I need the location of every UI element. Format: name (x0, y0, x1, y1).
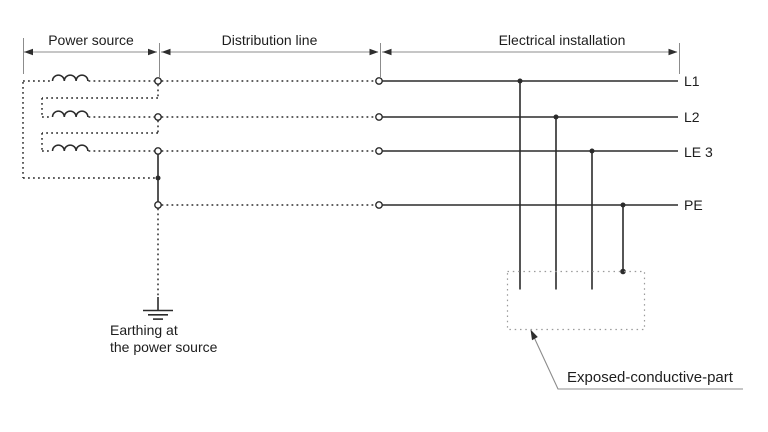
leader-arrowhead-icon (530, 329, 538, 341)
arrow-right-icon (369, 48, 379, 56)
section-label-power-source: Power source (48, 32, 134, 48)
arrow-left-icon (161, 48, 171, 56)
terminal-circle (375, 113, 383, 121)
arrow-right-icon (668, 48, 678, 56)
junction-dots (155, 78, 626, 275)
junction-dot (620, 202, 626, 208)
terminal-circle (375, 147, 383, 155)
arrow-left-icon (382, 48, 392, 56)
terminal-circle (154, 201, 162, 209)
terminal-circle (375, 77, 383, 85)
exposed-conductive-part (506, 270, 743, 390)
section-label-distribution-line: Distribution line (221, 32, 318, 48)
earthing-label: Earthing at the power source (110, 322, 217, 356)
earthing-label-line1: Earthing at (110, 322, 178, 338)
conductor-label-pe: PE (684, 197, 703, 213)
connector-2 (41, 120, 159, 150)
terminal-circle (154, 147, 162, 155)
conductor-label-l3: LE 3 (684, 144, 713, 160)
junction-dot (517, 78, 523, 84)
section-label-electrical-installation: Electrical installation (498, 32, 626, 48)
exposed-conductive-part-box (506, 270, 646, 331)
arrow-right-icon (148, 48, 157, 56)
installation-conductors (382, 80, 678, 290)
dimension-lines (23, 38, 680, 77)
distribution-lines (161, 80, 376, 206)
conductor-label-l1: L1 (684, 73, 700, 89)
earth-symbol-icon (143, 309, 173, 320)
conductor-label-l2: L2 (684, 109, 700, 125)
arrow-left-icon (24, 48, 33, 56)
terminal-circle (154, 113, 162, 121)
junction-dot (155, 175, 161, 181)
coil-icon (51, 144, 89, 152)
exposed-conductive-part-label: Exposed-conductive-part (567, 369, 733, 386)
power-source-windings (22, 74, 159, 179)
coil-icon (51, 110, 89, 118)
terminal-circles (154, 77, 383, 209)
coil-icon (51, 74, 89, 82)
leader-line (532, 334, 743, 390)
terminal-circle (154, 77, 162, 85)
connector-1 (41, 84, 159, 116)
terminal-circle (375, 201, 383, 209)
junction-dot (589, 148, 595, 154)
earthing-label-line2: the power source (110, 339, 218, 355)
junction-dot (553, 114, 559, 120)
junction-dot (620, 268, 626, 275)
